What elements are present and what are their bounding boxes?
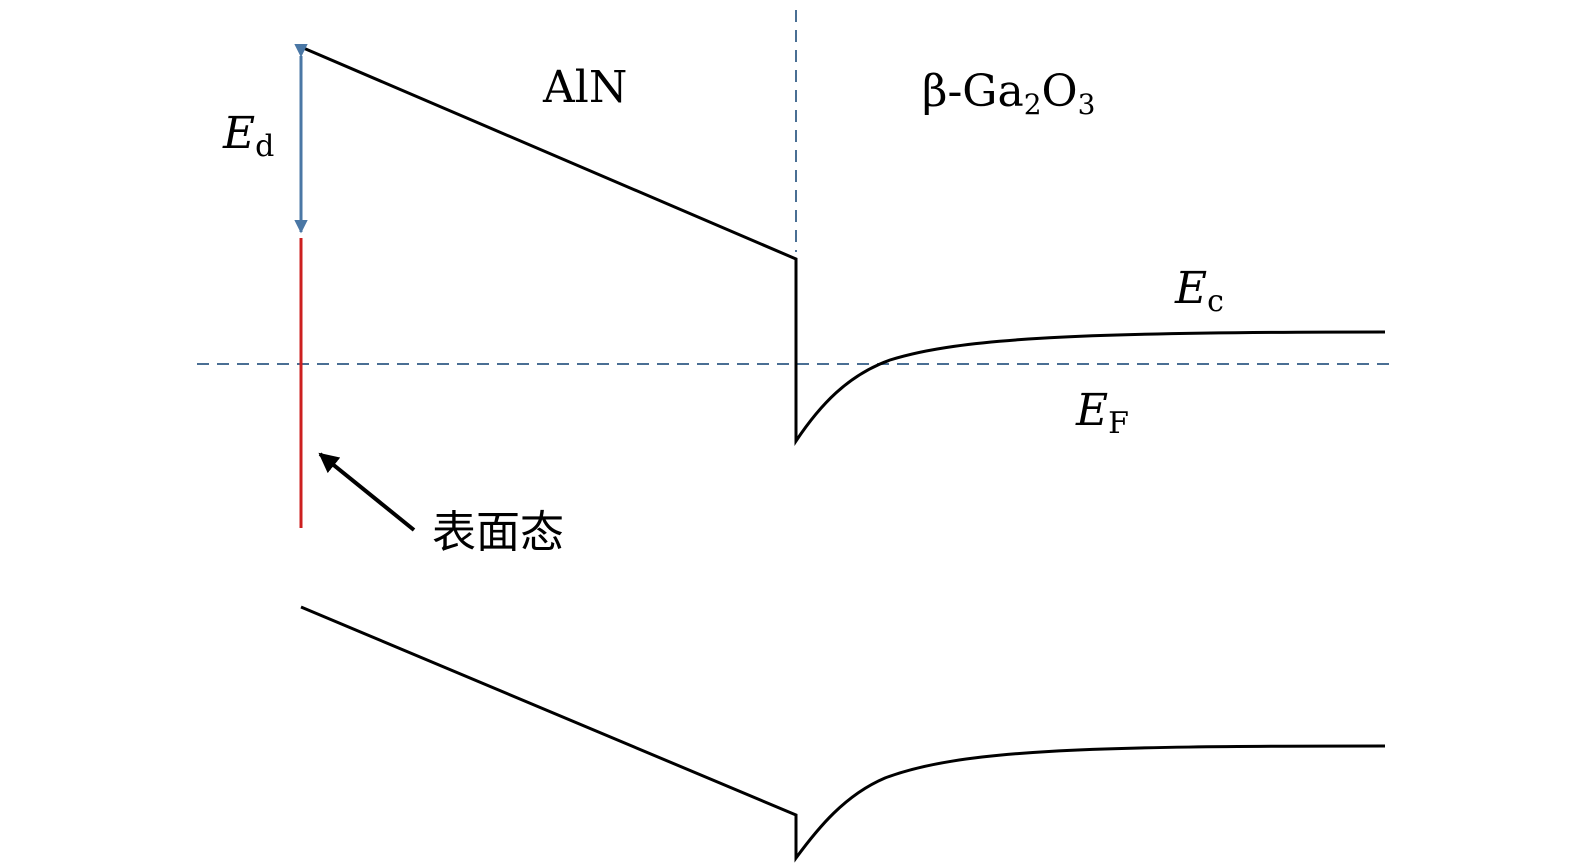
ga2o3-prefix: β-Ga — [922, 66, 1024, 117]
ef-label-sub: F — [1108, 406, 1129, 441]
ec-label-main: E — [1174, 263, 1207, 314]
conduction-band-line — [300, 45, 1386, 446]
ed-label-main: E — [222, 108, 255, 159]
ef-label: EF — [1075, 385, 1129, 441]
ga2o3-sub-1: 2 — [1024, 88, 1042, 121]
ec-label: Ec — [1174, 263, 1224, 319]
material-label-aln: AlN — [542, 62, 627, 113]
valence-band-line — [300, 605, 1386, 863]
ec-label-sub: c — [1207, 284, 1224, 319]
surface-state-annotation-arrow — [318, 452, 416, 532]
ed-label-sub: d — [255, 129, 274, 164]
surface-state-label: 表面态 — [432, 507, 564, 558]
ed-label: Ed — [222, 108, 274, 164]
ef-label-main: E — [1075, 385, 1108, 436]
ga2o3-sub-2: 3 — [1078, 88, 1096, 121]
material-label-ga2o3: β-Ga2O3 — [922, 66, 1095, 121]
ga2o3-mid: O — [1042, 66, 1078, 117]
